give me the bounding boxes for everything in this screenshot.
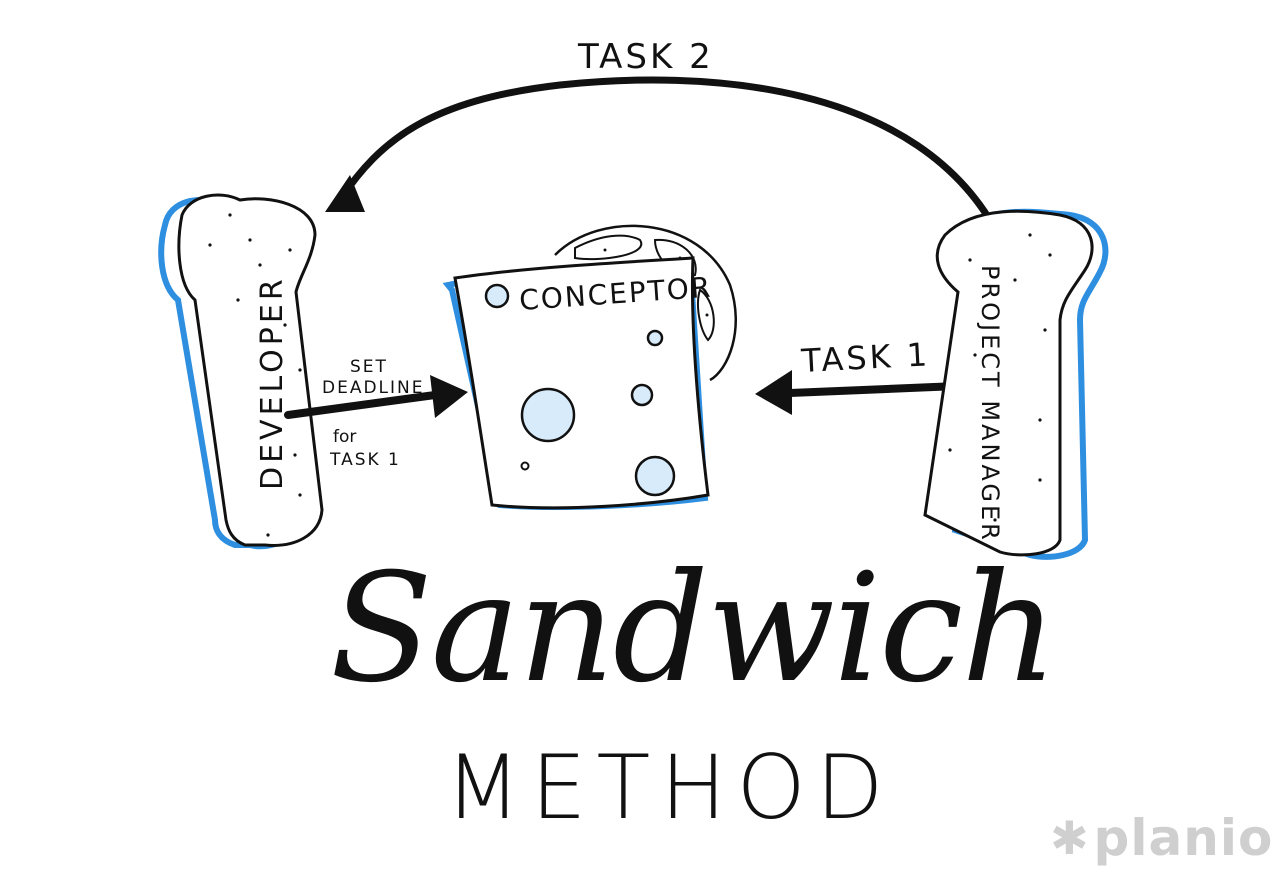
- set-deadline-arrow: [284, 375, 468, 419]
- project-manager-label: PROJECT MANAGER: [976, 265, 1004, 543]
- for-label: for: [333, 427, 356, 447]
- planio-logo-text: planio: [1093, 809, 1274, 867]
- task2-arrow: [325, 76, 1004, 242]
- planio-logo-mark-icon: ✱: [1050, 811, 1090, 865]
- developer-bread: [158, 193, 324, 550]
- task1-small-label: TASK 1: [329, 450, 401, 470]
- task2-label: TASK 2: [577, 37, 714, 77]
- title-method: METHOD: [445, 736, 893, 839]
- planio-logo: ✱ planio: [1050, 809, 1272, 867]
- task1-label: TASK 1: [799, 335, 931, 380]
- task1-arrow: [755, 370, 962, 415]
- cheese-slice: [442, 256, 710, 511]
- title-sandwich: Sandwich: [330, 542, 1056, 716]
- developer-label: DEVELOPER: [255, 275, 290, 490]
- deadline-label: DEADLINE: [322, 378, 425, 398]
- project-manager-bread: [923, 208, 1109, 560]
- set-label: SET: [350, 357, 388, 377]
